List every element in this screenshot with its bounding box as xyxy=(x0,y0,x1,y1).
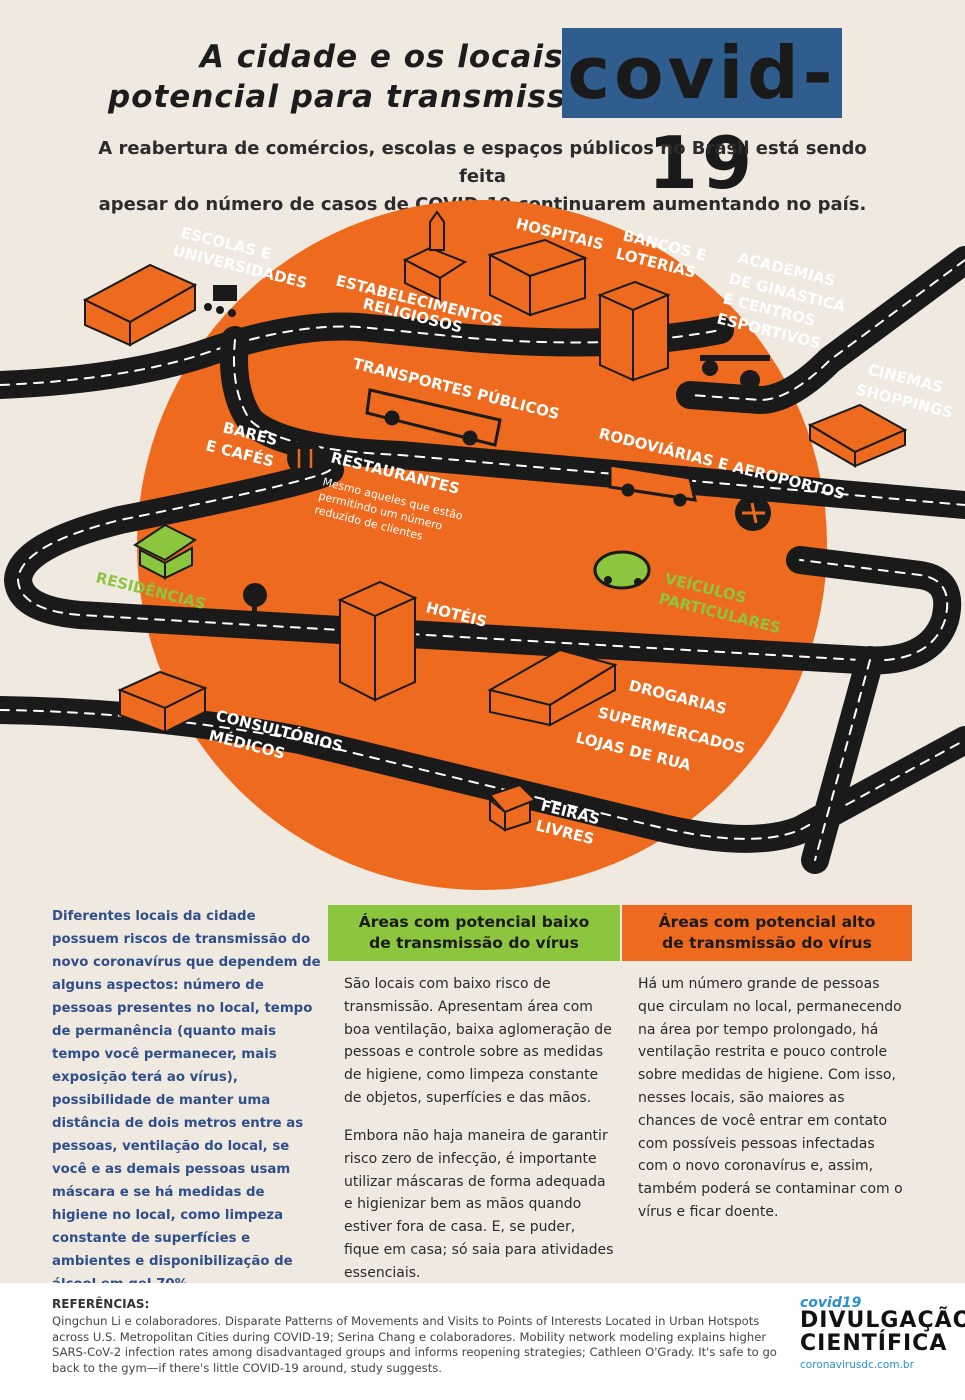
airplane-icon xyxy=(735,495,771,531)
roads xyxy=(0,246,965,874)
hotel-building-icon xyxy=(337,580,418,702)
references-title: REFERÊNCIAS: xyxy=(52,1297,150,1311)
market-stall-icon xyxy=(488,783,537,832)
house-icon xyxy=(133,523,197,580)
logo-url[interactable]: coronavirusdc.com.br xyxy=(800,1359,914,1371)
coach-bus-icon xyxy=(608,463,697,507)
road-right-vertical xyxy=(801,646,884,874)
low-risk-header-line-2: de transmissão do vírus xyxy=(369,934,579,952)
low-risk-paragraph-2: Embora não haja maneira de garantir risc… xyxy=(344,1128,614,1281)
logo-cientifica: CIENTÍFICA xyxy=(800,1331,948,1356)
subtitle-line-1: A reabertura de comércios, escolas e esp… xyxy=(98,138,867,187)
shopping-building-icon xyxy=(807,403,908,468)
subtitle: A reabertura de comércios, escolas e esp… xyxy=(80,135,885,219)
school-building-icon xyxy=(82,263,198,347)
city-map: ESCOLAS E UNIVERSIDADES ESTABELECIMENTOS… xyxy=(0,200,965,890)
logo-covid19: covid19 xyxy=(800,1295,862,1311)
gym-equipment-icon xyxy=(700,355,770,390)
high-risk-header: Áreas com potencial alto de transmissão … xyxy=(622,905,912,961)
low-risk-header: Áreas com potencial baixo de transmissão… xyxy=(328,905,620,961)
low-risk-paragraph-1: São locais com baixo risco de transmissã… xyxy=(344,976,612,1106)
road-loop xyxy=(4,456,962,675)
info-left-text: Diferentes locais da cidade possuem risc… xyxy=(52,909,321,1292)
tree-bench-icon xyxy=(243,583,292,630)
road-bottom xyxy=(0,696,965,853)
high-risk-header-line-1: Áreas com potencial alto xyxy=(658,913,876,931)
classroom-icon xyxy=(204,285,237,317)
high-risk-paragraph: Há um número grande de pessoas que circu… xyxy=(638,976,903,1220)
logo-divulgacao: DIVULGAÇÃO xyxy=(800,1308,965,1333)
bus-icon xyxy=(365,388,502,447)
divulgacao-cientifica-logo: covid19 DIVULGAÇÃO CIENTÍFICA coronaviru… xyxy=(800,1295,965,1372)
title-covid-highlight: covid-19 xyxy=(562,28,842,205)
bank-building-icon xyxy=(597,280,671,382)
hospital-icon xyxy=(487,238,588,317)
references-text: Qingchun Li e colaboradores. Disparate P… xyxy=(52,1314,777,1375)
clinic-building-icon xyxy=(117,670,208,734)
road-mid-upper xyxy=(220,326,965,519)
low-risk-header-line-1: Áreas com potencial baixo xyxy=(358,913,590,931)
high-risk-header-line-2: de transmissão do vírus xyxy=(662,934,872,952)
church-icon xyxy=(402,210,468,302)
supermarket-building-icon xyxy=(487,648,618,727)
road-top-right xyxy=(676,246,965,414)
restaurant-icon xyxy=(287,440,323,476)
car-icon xyxy=(593,550,651,590)
footer xyxy=(0,1283,965,1400)
